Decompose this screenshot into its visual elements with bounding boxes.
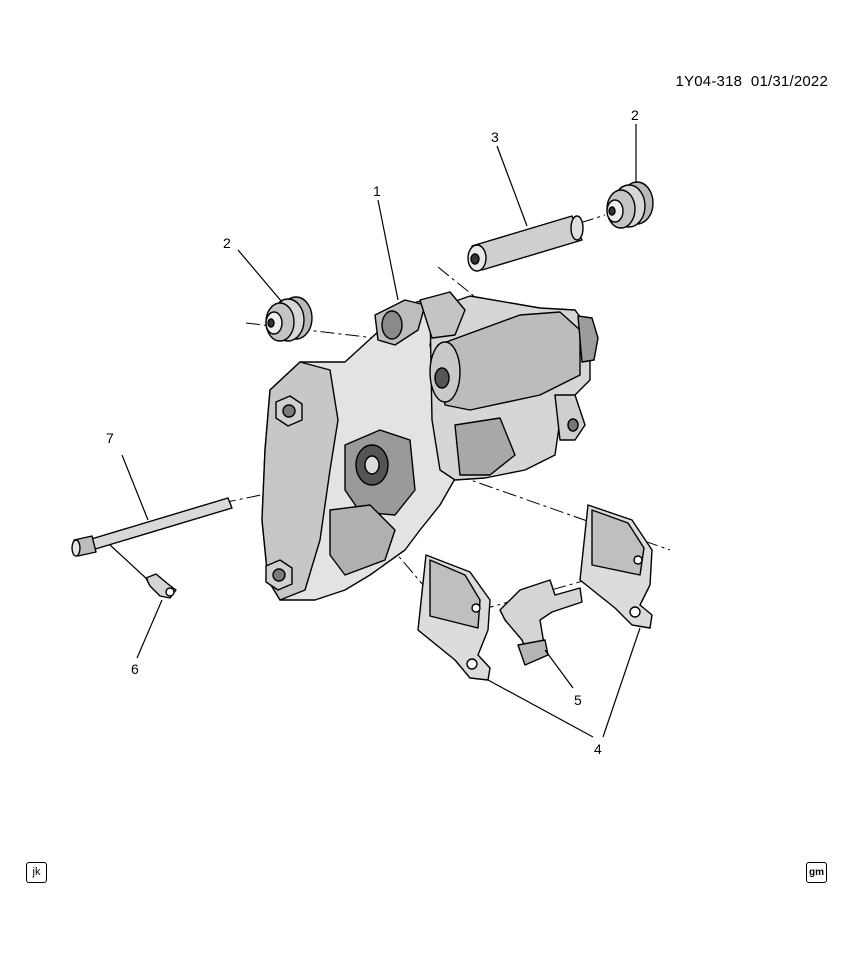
caliper-body	[261, 299, 461, 601]
stamp-jk: jk	[26, 862, 47, 883]
callout-1: 1	[373, 183, 381, 199]
caliper-bolt-lower	[265, 559, 293, 591]
caliper-bolt-upper	[275, 395, 303, 427]
boot-left	[265, 296, 313, 342]
guide-pin	[467, 215, 584, 272]
stamp-gm-logo: gm	[806, 862, 827, 883]
callout-3: 3	[491, 129, 499, 145]
callout-4: 4	[594, 741, 602, 757]
callout-7: 7	[106, 430, 114, 446]
callout-2-left: 2	[223, 235, 231, 251]
callout-labels: 1 2 2 3 4 5 6 7	[106, 107, 639, 757]
callout-2-right: 2	[631, 107, 639, 123]
retaining-clip	[109, 544, 177, 599]
callout-leaders	[121, 124, 641, 738]
parking-brake-motor	[419, 291, 599, 481]
diagram-header: 1Y04-318 01/31/2022	[676, 73, 828, 90]
diagram-id: 1Y04-318	[675, 73, 743, 90]
brake-pad-inner	[417, 554, 491, 681]
pad-spring	[499, 579, 583, 666]
brake-pad-outer	[579, 504, 653, 629]
callout-6: 6	[131, 661, 139, 677]
callout-5: 5	[574, 692, 582, 708]
pad-pin	[71, 497, 233, 557]
boot-right	[606, 181, 654, 229]
diagram-date: 01/31/2022	[750, 73, 828, 90]
